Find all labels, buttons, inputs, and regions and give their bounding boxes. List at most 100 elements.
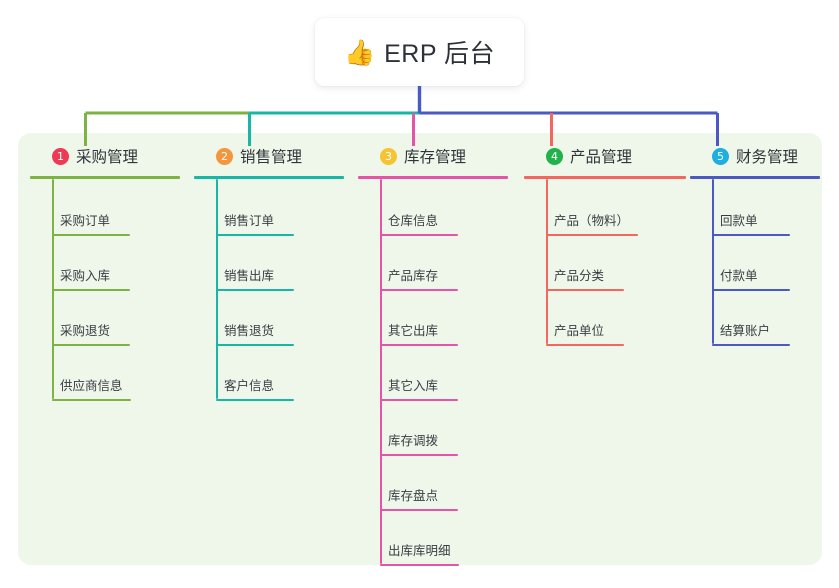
leaf-item-underline — [52, 234, 130, 236]
branch-underline-4 — [524, 176, 686, 179]
branch-items-4: 产品（物料） 产品分类产品单位 — [524, 179, 686, 346]
branch-title-2: 销售管理 — [240, 149, 303, 166]
leaf-item-underline — [712, 234, 790, 236]
branch-header-5[interactable]: 5 财务管理 — [690, 143, 820, 169]
branch-column-4: 4 产品管理 产品（物料） 产品分类产品单位 — [524, 143, 686, 346]
branch-underline-2 — [194, 176, 344, 179]
leaf-item-underline — [546, 234, 638, 236]
leaf-item-underline — [52, 289, 130, 291]
leaf-item-label: 库存盘点 — [388, 489, 439, 503]
leaf-item-underline — [216, 344, 294, 346]
leaf-item-label: 客户信息 — [224, 379, 275, 393]
branch-items-3: 仓库信息产品库存其它出库其它入库库存调拨库存盘点出库库明细 — [358, 179, 508, 566]
branch-underline-3 — [358, 176, 508, 179]
leaf-item-underline — [52, 344, 130, 346]
leaf-item-label: 仓库信息 — [388, 214, 439, 228]
leaf-item-label: 产品单位 — [554, 324, 605, 338]
branch-spine — [52, 179, 54, 399]
leaf-item-label: 结算账户 — [720, 324, 771, 338]
leaf-item-label: 采购退货 — [60, 324, 111, 338]
leaf-item[interactable]: 供应商信息 — [30, 344, 180, 401]
leaf-item-label: 产品分类 — [554, 269, 605, 283]
leaf-item[interactable]: 客户信息 — [194, 344, 344, 401]
branch-badge-2: 2 — [216, 147, 233, 165]
branch-title-3: 库存管理 — [404, 149, 467, 166]
leaf-item[interactable]: 付款单 — [690, 234, 820, 291]
leaf-item-label: 销售退货 — [224, 324, 275, 338]
branch-items-2: 销售订单销售出库销售退货客户信息 — [194, 179, 344, 401]
leaf-item-underline — [52, 399, 131, 401]
leaf-item-underline — [380, 454, 458, 456]
branch-badge-3: 3 — [380, 147, 397, 165]
leaf-item-label: 销售出库 — [224, 269, 275, 283]
leaf-item[interactable]: 库存调拨 — [358, 399, 508, 456]
branch-badge-4: 4 — [546, 147, 563, 165]
leaf-item[interactable]: 销售退货 — [194, 289, 344, 346]
leaf-item-underline — [216, 234, 294, 236]
leaf-item[interactable]: 库存盘点 — [358, 454, 508, 511]
leaf-item-underline — [546, 344, 624, 346]
leaf-item-label: 其它入库 — [388, 379, 439, 393]
leaf-item[interactable]: 结算账户 — [690, 289, 820, 346]
leaf-item[interactable]: 出库库明细 — [358, 509, 508, 566]
thumbs-up-icon: 👍 — [343, 37, 376, 67]
branch-badge-5: 5 — [712, 147, 729, 165]
branch-spine — [216, 179, 218, 399]
leaf-item[interactable]: 其它出库 — [358, 289, 508, 346]
branch-spine — [380, 179, 382, 564]
leaf-item[interactable]: 产品库存 — [358, 234, 508, 291]
leaf-item[interactable]: 销售订单 — [194, 179, 344, 236]
leaf-item-underline — [546, 289, 624, 291]
leaf-item[interactable]: 产品分类 — [524, 234, 686, 291]
leaf-item[interactable]: 采购订单 — [30, 179, 180, 236]
leaf-item-underline — [380, 289, 458, 291]
root-node-content: 👍 ERP 后台 — [344, 34, 495, 70]
leaf-item[interactable]: 产品（物料） — [524, 179, 686, 236]
leaf-item[interactable]: 仓库信息 — [358, 179, 508, 236]
branch-column-5: 5 财务管理 回款单付款单结算账户 — [690, 143, 820, 346]
leaf-item-label: 销售订单 — [224, 214, 275, 228]
leaf-item-underline — [712, 289, 790, 291]
leaf-item-label: 其它出库 — [388, 324, 439, 338]
leaf-item[interactable]: 回款单 — [690, 179, 820, 236]
leaf-item[interactable]: 销售出库 — [194, 234, 344, 291]
branch-badge-1: 1 — [52, 147, 69, 165]
branch-underline-1 — [30, 176, 180, 179]
branch-column-1: 1 采购管理 采购订单采购入库采购退货供应商信息 — [30, 143, 180, 401]
branch-underline-5 — [690, 176, 820, 179]
leaf-item-underline — [712, 344, 790, 346]
root-node[interactable]: 👍 ERP 后台 — [315, 18, 524, 86]
branch-spine — [712, 179, 714, 344]
leaf-item[interactable]: 其它入库 — [358, 344, 508, 401]
leaf-item-label: 库存调拨 — [388, 434, 439, 448]
leaf-item-underline — [380, 509, 458, 511]
leaf-item-label: 出库库明细 — [388, 544, 451, 558]
leaf-item-label: 回款单 — [720, 214, 758, 228]
branch-spine — [546, 179, 548, 344]
leaf-item-underline — [216, 289, 294, 291]
leaf-item[interactable]: 采购入库 — [30, 234, 180, 291]
branch-title-4: 产品管理 — [570, 149, 633, 166]
branch-header-2[interactable]: 2 销售管理 — [194, 143, 344, 169]
branch-title-1: 采购管理 — [76, 149, 139, 166]
branch-title-5: 财务管理 — [736, 149, 799, 166]
branch-column-2: 2 销售管理 销售订单销售出库销售退货客户信息 — [194, 143, 344, 401]
branch-header-3[interactable]: 3 库存管理 — [358, 143, 508, 169]
branch-items-1: 采购订单采购入库采购退货供应商信息 — [30, 179, 180, 401]
leaf-item-label: 采购订单 — [60, 214, 111, 228]
leaf-item[interactable]: 产品单位 — [524, 289, 686, 346]
leaf-item-label: 供应商信息 — [60, 379, 123, 393]
leaf-item-underline — [380, 564, 459, 566]
leaf-item-label: 产品（物料） — [554, 214, 630, 228]
leaf-item-underline — [380, 399, 458, 401]
leaf-item-underline — [216, 399, 294, 401]
branch-header-1[interactable]: 1 采购管理 — [30, 143, 180, 169]
branch-header-4[interactable]: 4 产品管理 — [524, 143, 686, 169]
leaf-item[interactable]: 采购退货 — [30, 289, 180, 346]
leaf-item-label: 采购入库 — [60, 269, 111, 283]
root-node-title: ERP 后台 — [384, 40, 496, 68]
leaf-item-underline — [380, 344, 458, 346]
leaf-item-label: 付款单 — [720, 269, 758, 283]
branches-panel — [18, 133, 822, 565]
